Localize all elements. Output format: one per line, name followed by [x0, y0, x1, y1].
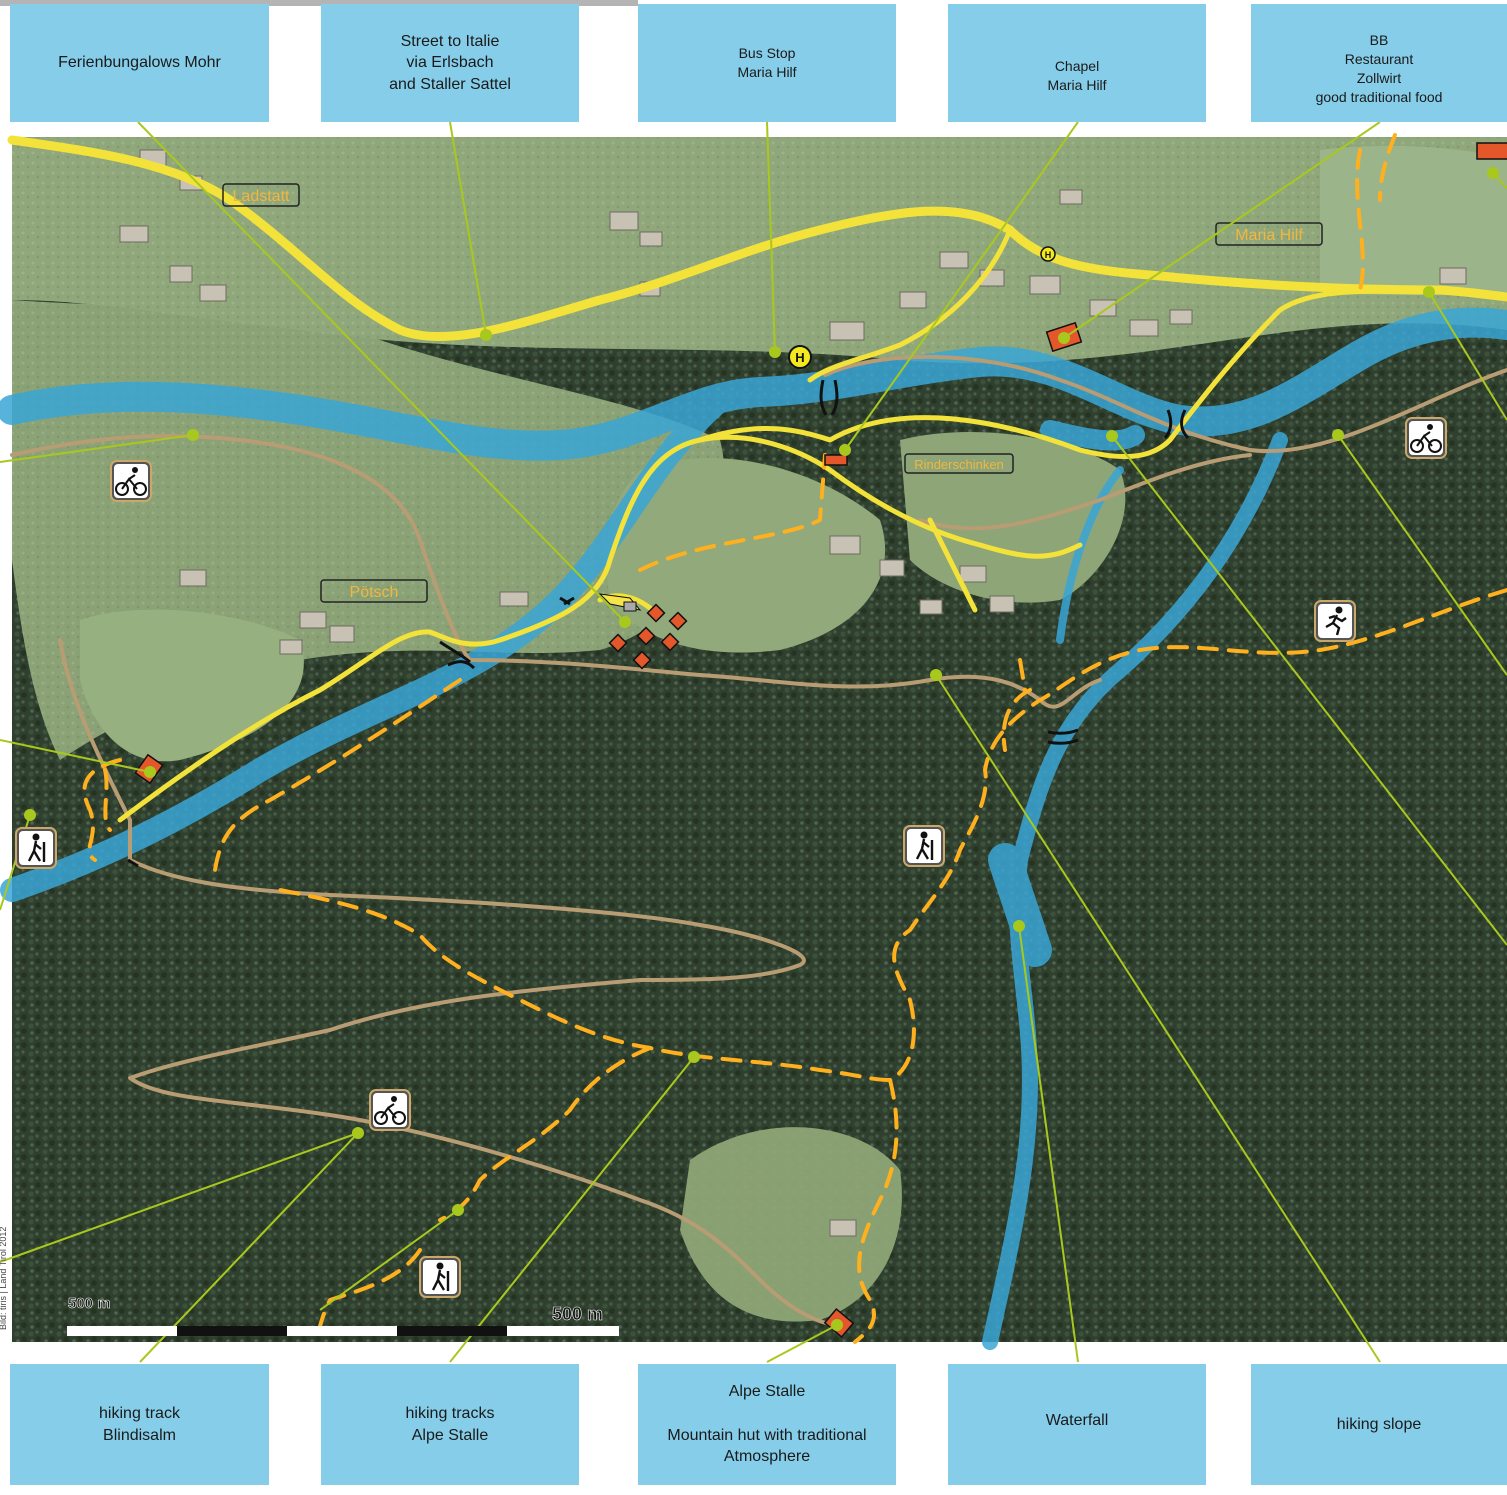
svg-text:Rinderschinken: Rinderschinken: [914, 457, 1004, 472]
svg-text:H: H: [1045, 250, 1052, 260]
callout-waterfall[interactable]: Waterfall: [948, 1364, 1206, 1485]
scale-label-right: 500 m: [552, 1304, 603, 1324]
callout-leader-lines: [0, 121, 1507, 1363]
svg-text:H: H: [795, 350, 804, 365]
svg-text:Pötsch: Pötsch: [350, 584, 399, 601]
map-label-poetsch[interactable]: Pötsch: [320, 579, 428, 603]
callout-hiking-alpe-stalle[interactable]: hiking tracks Alpe Stalle: [321, 1364, 579, 1485]
callout-street-italie[interactable]: Street to Italie via Erlsbach and Stalle…: [321, 4, 579, 122]
bungalow-markers[interactable]: [608, 603, 688, 670]
callout-chapel[interactable]: Chapel Maria Hilf: [948, 4, 1206, 122]
building-icon[interactable]: [1476, 142, 1507, 160]
hiker-icon[interactable]: [903, 825, 945, 867]
cyclist-icon[interactable]: [1405, 417, 1447, 459]
callout-hiking-blindisalm[interactable]: hiking track Blindisalm: [10, 1364, 269, 1485]
bridge-markers: [127, 379, 1190, 868]
cyclist-icon[interactable]: [369, 1089, 411, 1131]
callout-alpe-stalle-hut[interactable]: Alpe Stalle Mountain hut with traditiona…: [638, 1364, 896, 1485]
building-icon[interactable]: [598, 593, 642, 612]
building-icon[interactable]: [824, 454, 848, 466]
bus-stop-icon[interactable]: H: [788, 345, 812, 369]
top-rule: [0, 0, 638, 6]
cyclist-icon[interactable]: [110, 460, 152, 502]
map-label-ladstatt[interactable]: Ladstatt: [222, 183, 300, 207]
map-labels: Ladstatt Maria Hilf Pötsch Rinderschinke…: [222, 183, 1323, 603]
hiker-icon[interactable]: [15, 827, 57, 869]
hiker-icon[interactable]: [419, 1256, 461, 1298]
scale-label-left: 500 m: [68, 1295, 111, 1312]
callout-bus-stop[interactable]: Bus Stop Maria Hilf: [638, 4, 896, 122]
callout-bb-restaurant[interactable]: BB Restaurant Zollwirt good traditional …: [1251, 4, 1507, 122]
bus-stop-icon[interactable]: H: [1040, 246, 1056, 262]
image-credit: Bild: tiris | Land Tirol 2012: [0, 1226, 8, 1330]
runner-icon[interactable]: [1314, 600, 1356, 642]
callout-ferienbungalows[interactable]: Ferienbungalows Mohr: [10, 4, 269, 122]
scale-bar: 500 m 500 m: [67, 1295, 619, 1336]
svg-text:Maria Hilf: Maria Hilf: [1235, 227, 1303, 244]
road-network: [7, 135, 1507, 823]
svg-text:Ladstatt: Ladstatt: [233, 188, 290, 205]
map-area: [12, 137, 1507, 1342]
callout-anchor-points: [24, 167, 1499, 1331]
forest-tracks: [10, 354, 1507, 1327]
map-label-rinderschinken[interactable]: Rinderschinken: [904, 453, 1014, 474]
callout-hiking-slope[interactable]: hiking slope: [1251, 1364, 1507, 1485]
